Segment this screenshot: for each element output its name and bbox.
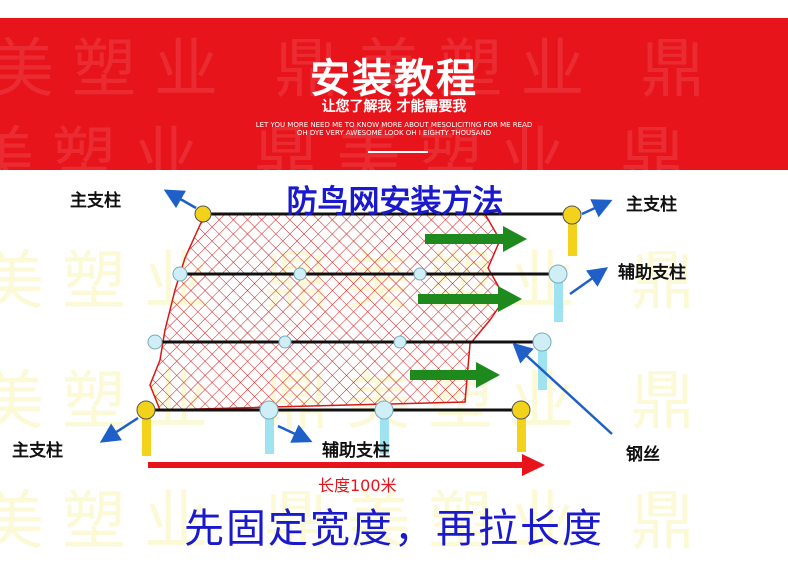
banner-watermark: 美塑业 鼎美塑业 鼎 — [0, 33, 723, 107]
pointer-wire — [512, 342, 613, 435]
label-wire: 钢丝 — [626, 445, 660, 465]
aux-post-right-1 — [548, 264, 568, 322]
main-post-top-right — [562, 205, 582, 256]
divider-bar — [368, 151, 428, 153]
label-main-post-top-left: 主支柱 — [70, 191, 121, 211]
main-post-top-left — [194, 205, 212, 223]
main-post-bottom-right — [511, 400, 531, 452]
length-arrow — [148, 454, 545, 476]
header-banner: 美塑业 鼎美塑业 鼎 美塑业 鼎美塑业 鼎 安装教程 让您了解我 才能需要我 L… — [0, 18, 788, 170]
connector-6 — [393, 335, 407, 349]
green-arrow-1 — [425, 226, 527, 252]
green-arrow-2 — [418, 286, 522, 312]
aux-post-bottom-1 — [259, 400, 279, 454]
pointer-aux-right — [569, 267, 609, 296]
label-main-post-top-right: 主支柱 — [626, 195, 677, 215]
label-aux-post-right: 辅助支柱 — [618, 263, 686, 283]
page-title: 安装教程 — [310, 56, 478, 102]
label-length: 长度100米 — [318, 476, 397, 495]
bird-net — [149, 213, 506, 411]
main-post-bottom-left — [136, 400, 156, 456]
pointer-main-top-right — [581, 199, 613, 218]
diagram-watermark-3: 美塑业 鼎美塑业 鼎 — [0, 485, 713, 559]
connector-5 — [278, 335, 292, 349]
aux-post-right-2 — [532, 332, 552, 390]
installation-diagram: 美塑业 鼎美塑业 鼎 美塑业 鼎美塑业 鼎 美塑业 鼎美塑业 鼎 — [0, 170, 788, 559]
label-aux-post-bottom: 辅助支柱 — [322, 441, 390, 461]
connector-3 — [413, 267, 427, 281]
page-subtitle: 让您了解我 才能需要我 — [321, 99, 467, 115]
label-main-post-bottom-left: 主支柱 — [12, 441, 63, 461]
caption: 先固定宽度，再拉长度 — [184, 506, 604, 552]
green-arrow-3 — [410, 362, 500, 388]
aux-post-bottom-2 — [374, 400, 394, 454]
pointer-main-bottom-left — [99, 416, 139, 443]
diagram-svg — [99, 189, 613, 476]
pointer-main-top-left — [163, 189, 197, 210]
connector-4 — [147, 334, 163, 350]
english-tagline-1: LET YOU MORE NEED ME TO KNOW MORE ABOUT … — [255, 121, 533, 129]
banner-watermark-2: 美塑业 鼎美塑业 鼎 — [0, 121, 703, 170]
english-tagline-2: OH DYE VERY AWESOME LOOK OH I EIGHTY THO… — [296, 129, 492, 137]
pointer-aux-bottom — [277, 424, 313, 443]
diagram-heading: 防鸟网安装方法 — [286, 184, 504, 220]
connector-2 — [293, 267, 307, 281]
connector-1 — [172, 266, 188, 282]
